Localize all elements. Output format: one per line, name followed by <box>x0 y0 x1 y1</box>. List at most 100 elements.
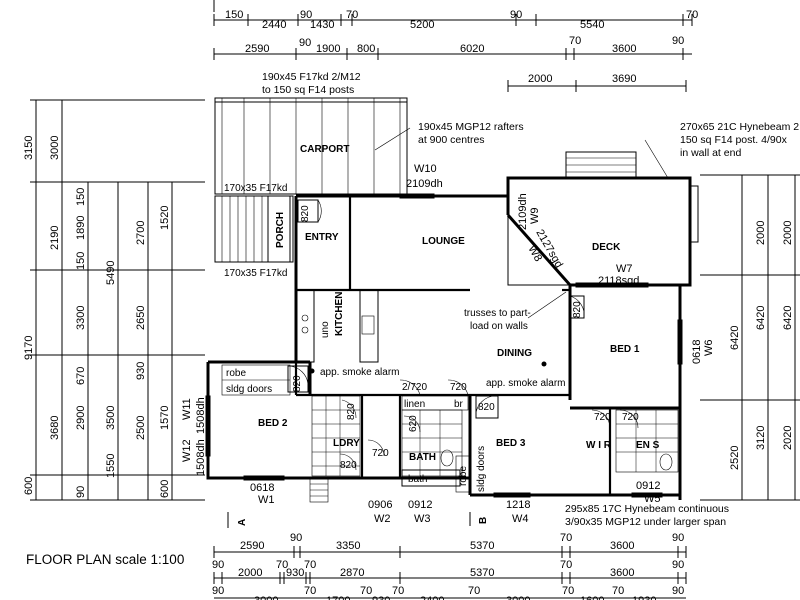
bottom-dim-3: 3350 <box>336 540 360 552</box>
left-dim-2: 9170 <box>23 336 35 360</box>
bottom-dim-1: 2590 <box>240 540 264 552</box>
joist-note-bottom: 170x35 F17kd <box>224 268 287 279</box>
top-dim-4: 1430 <box>310 19 334 31</box>
window-w3-size: 0912 <box>408 499 432 511</box>
top3-dim-2: 3690 <box>612 73 636 85</box>
window-w5-size: 0912 <box>636 480 660 492</box>
left-dim-20: 2500 <box>135 416 147 440</box>
deck-beam-note-l2: 150 sq F14 post. 4/90x <box>680 134 788 146</box>
window-w1-size: 0618 <box>250 482 274 494</box>
rafter-note-l2: at 900 centres <box>418 134 485 146</box>
right-dim-2: 2520 <box>729 446 741 470</box>
top2-dim-6: 70 <box>569 35 581 47</box>
window-w10-size: 2109dh <box>406 178 443 190</box>
section-marker-a: A <box>237 519 248 526</box>
right-dim-3: 2000 <box>755 221 767 245</box>
left-dim-14: 3500 <box>105 406 117 430</box>
deck-beam-note-l1: 270x65 21C Hynebeam 2 <box>680 121 799 133</box>
window-w9-size: 2109dh <box>517 193 529 230</box>
right-dim-4: 6420 <box>755 306 767 330</box>
bottom3-dim-7: 70 <box>392 585 404 597</box>
left-dim-9: 90 <box>75 486 87 498</box>
right-dim-5: 3120 <box>755 426 767 450</box>
left-dim-19: 930 <box>135 362 147 380</box>
bottom3-dim-9: 70 <box>468 585 480 597</box>
top-dim-7: 90 <box>510 9 522 21</box>
window-w9-label: W9 <box>529 208 541 225</box>
room-deck: DECK <box>592 242 621 253</box>
drawing-title: FLOOR PLAN scale 1:100 <box>26 552 184 567</box>
window-w4-size: 1218 <box>506 499 530 511</box>
door-label-2: 820 <box>292 375 303 392</box>
door-label-11: 620 <box>408 415 419 432</box>
room-bed3: BED 3 <box>496 438 526 449</box>
top-dim-1: 150 <box>225 9 243 21</box>
robe-label: robe <box>226 368 246 379</box>
bottom2-dim-9: 3600 <box>610 567 634 579</box>
door-label-5: 820 <box>478 402 495 413</box>
room-ldry: LDRY <box>333 438 360 449</box>
bottom2-dim-4: 930 <box>286 567 304 579</box>
bottom-dim-6: 3600 <box>610 540 634 552</box>
window-w5-label: W5 <box>644 493 661 505</box>
truss-note-l1: trusses to part- <box>464 308 531 319</box>
window-w6-label: W6 <box>703 340 715 357</box>
window-w12-label: W12 <box>181 439 193 462</box>
window-w4-label: W4 <box>512 513 529 525</box>
right-dim-6: 2000 <box>782 221 794 245</box>
top-dim-6: 5200 <box>410 19 434 31</box>
top2-dim-2: 90 <box>299 37 311 49</box>
rafter-note-l1: 190x45 MGP12 rafters <box>418 121 524 133</box>
top2-dim-4: 800 <box>357 43 375 55</box>
porch: PORCH <box>214 195 294 263</box>
bottom-dim-4: 5370 <box>470 540 494 552</box>
room-dining: DINING <box>497 348 532 359</box>
left-dimensions: 3150 9170 3680 600 3000 2190 3300 2900 9… <box>23 99 205 501</box>
deck-beam-note-l3: in wall at end <box>680 147 741 159</box>
left-dim-10: 150 <box>75 188 87 206</box>
window-w3-label: W3 <box>414 513 431 525</box>
window-w10-label: W10 <box>414 163 437 175</box>
room-bath: BATH <box>409 452 436 463</box>
door-label-7: 820 <box>346 403 357 420</box>
left-dim-17: 2700 <box>135 221 147 245</box>
top-dimensions: 150 2440 90 1430 70 5200 90 5540 70 2590… <box>213 0 698 92</box>
section-marker-b: B <box>478 517 489 524</box>
smoke-alarm-note-2: app. smoke alarm <box>486 378 565 389</box>
bottom3-dim-2: 3000 <box>254 595 278 600</box>
top-dim-2: 2440 <box>262 19 286 31</box>
top2-dim-1: 2590 <box>245 43 269 55</box>
smoke-alarm-note-1: app. smoke alarm <box>320 367 399 378</box>
left-dim-5: 3000 <box>49 136 61 160</box>
bottom3-dim-15: 90 <box>672 585 684 597</box>
uno-label: uno <box>320 321 331 338</box>
window-w11-label: W11 <box>181 398 193 420</box>
hynebeam-note-l1: 295x85 17C Hynebeam continuous <box>565 503 729 515</box>
room-carport: CARPORT <box>300 144 349 155</box>
bottom-dim-5: 70 <box>560 532 572 544</box>
door-label-10: 720 <box>622 412 639 423</box>
doors: 820 820 2/720 720 820 820 820 720 720 72… <box>287 199 639 471</box>
bottom3-dim-10: 3000 <box>506 595 530 600</box>
top2-dim-7: 3600 <box>612 43 636 55</box>
window-w7-label: W7 <box>616 263 633 275</box>
top-dim-5: 70 <box>346 9 358 21</box>
left-dim-12: 150 <box>75 252 87 270</box>
window-w7-size: 2118sgd <box>598 275 639 287</box>
right-dim-1: 6420 <box>729 326 741 350</box>
bottom3-dim-14: 1930 <box>632 595 656 600</box>
top2-dim-3: 1900 <box>316 43 340 55</box>
joist-note-top: 170x35 F17kd <box>224 183 287 194</box>
window-w2-label: W2 <box>374 513 391 525</box>
smoke-alarm-icon <box>309 368 315 374</box>
bottom2-dim-3: 70 <box>276 559 288 571</box>
bottom3-dim-3: 70 <box>304 585 316 597</box>
linen-label: linen <box>404 399 425 410</box>
bottom2-dim-5: 70 <box>304 559 316 571</box>
window-w6-size: 0618 <box>691 340 703 364</box>
bottom3-dim-1: 90 <box>212 585 224 597</box>
window-w1-label: W1 <box>258 494 275 506</box>
wet-area-tiles: bath <box>309 395 679 503</box>
door-label-6: 820 <box>572 301 583 318</box>
